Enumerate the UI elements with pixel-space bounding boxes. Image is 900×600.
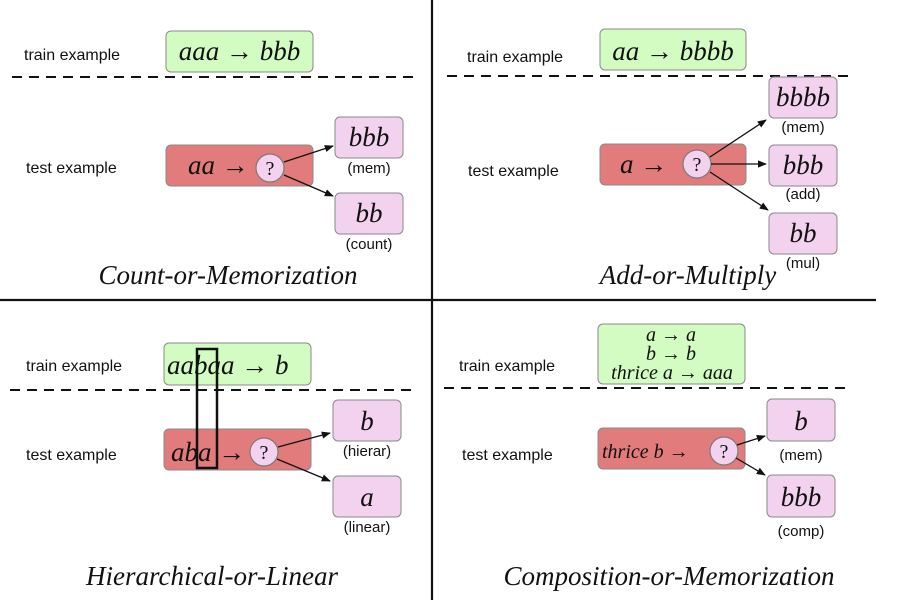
train-example-line: thrice a → aaa bbox=[611, 362, 733, 384]
test-label: test example bbox=[462, 447, 553, 464]
test-example-text: thrice b → bbox=[602, 441, 689, 463]
panel-title: Composition-or-Memorization bbox=[504, 561, 835, 591]
train-example-box: aabaa → b bbox=[163, 342, 312, 386]
panel-hierarchical-or-linear: train example aabaa → b test example aba… bbox=[10, 342, 416, 591]
test-label: test example bbox=[26, 160, 117, 177]
train-example-text: aa → bbbb bbox=[612, 36, 734, 66]
panel-title: Hierarchical-or-Linear bbox=[85, 561, 338, 591]
test-example-text: aa → bbox=[188, 150, 249, 180]
output-tag: (mem) bbox=[781, 119, 824, 136]
output-box-hierar: b (hierar) bbox=[332, 399, 402, 460]
arrow-to-linear bbox=[276, 458, 331, 482]
arrow-to-count bbox=[283, 174, 334, 197]
output-value: bbb bbox=[781, 482, 822, 512]
output-tag: (linear) bbox=[344, 519, 391, 536]
output-box-mem: b (mem) bbox=[766, 398, 836, 464]
output-value: bbb bbox=[783, 150, 824, 180]
arrow-to-hierar bbox=[277, 431, 331, 448]
arrow-to-mem bbox=[283, 145, 334, 163]
question-mark-icon: ? bbox=[720, 441, 729, 463]
output-box-comp: bbb (comp) bbox=[766, 474, 836, 540]
output-value: a bbox=[360, 482, 374, 512]
train-example-text: aaa → bbb bbox=[179, 36, 301, 66]
output-value: bbbb bbox=[776, 82, 830, 112]
output-tag: (comp) bbox=[778, 523, 825, 540]
panel-add-or-multiply: train example aa → bbbb test example a →… bbox=[447, 28, 852, 290]
test-example-box: aa → bbox=[165, 144, 314, 187]
output-box-linear: a (linear) bbox=[332, 475, 402, 536]
output-box-mem: bbbb (mem) bbox=[768, 76, 838, 136]
train-example-text: aabaa → b bbox=[167, 350, 289, 380]
train-example-line: a → a bbox=[646, 324, 696, 346]
output-value: bbb bbox=[349, 122, 390, 152]
output-tag: (count) bbox=[346, 236, 393, 253]
output-value: b bbox=[360, 406, 374, 436]
output-value: b bbox=[794, 406, 808, 436]
question-mark-icon: ? bbox=[260, 442, 269, 464]
train-example-box: aaa → bbb bbox=[165, 30, 314, 73]
query-node: ? bbox=[249, 437, 279, 467]
panel-title: Add-or-Multiply bbox=[598, 260, 776, 290]
question-mark-icon: ? bbox=[266, 158, 275, 180]
panel-composition-or-memorization: train example a → a b → b thrice a → aaa… bbox=[444, 323, 850, 591]
output-box-count: bb (count) bbox=[334, 192, 404, 253]
query-node: ? bbox=[255, 153, 285, 183]
train-label: train example bbox=[26, 358, 122, 375]
output-tag: (add) bbox=[785, 186, 820, 203]
output-tag: (mul) bbox=[786, 255, 820, 272]
output-value: bb bbox=[790, 218, 817, 248]
test-label: test example bbox=[26, 447, 117, 464]
output-box-mem: bbb (mem) bbox=[334, 116, 404, 177]
test-example-text: aba → bbox=[171, 437, 245, 467]
output-box-add: bbb (add) bbox=[768, 144, 838, 203]
train-example-line: b → b bbox=[646, 343, 696, 365]
train-label: train example bbox=[24, 47, 120, 64]
test-example-box: thrice b → bbox=[597, 427, 746, 470]
test-example-box: a → bbox=[599, 143, 747, 186]
test-example-text: a → bbox=[620, 149, 667, 179]
train-label: train example bbox=[459, 358, 555, 375]
train-example-box: a → a b → b thrice a → aaa bbox=[597, 323, 746, 385]
arrow-to-mem bbox=[736, 435, 766, 446]
hierarchy-highlight-box bbox=[195, 347, 219, 470]
arrow-to-mul bbox=[709, 171, 769, 211]
train-label: train example bbox=[467, 49, 563, 66]
output-tag: (mem) bbox=[779, 447, 822, 464]
question-mark-icon: ? bbox=[693, 154, 702, 176]
output-box-mul: bb (mul) bbox=[768, 212, 838, 272]
train-example-box: aa → bbbb bbox=[599, 28, 747, 71]
output-value: bb bbox=[356, 198, 383, 228]
query-node: ? bbox=[682, 149, 712, 179]
output-tag: (hierar) bbox=[343, 443, 391, 460]
query-node: ? bbox=[709, 436, 739, 466]
output-tag: (mem) bbox=[347, 160, 390, 177]
arrow-to-comp bbox=[735, 457, 766, 476]
test-label: test example bbox=[468, 163, 559, 180]
arrow-to-mem bbox=[709, 119, 767, 158]
panel-title: Count-or-Memorization bbox=[99, 260, 358, 290]
panel-count-or-memorization: train example aaa → bbb test example aa … bbox=[12, 30, 418, 290]
